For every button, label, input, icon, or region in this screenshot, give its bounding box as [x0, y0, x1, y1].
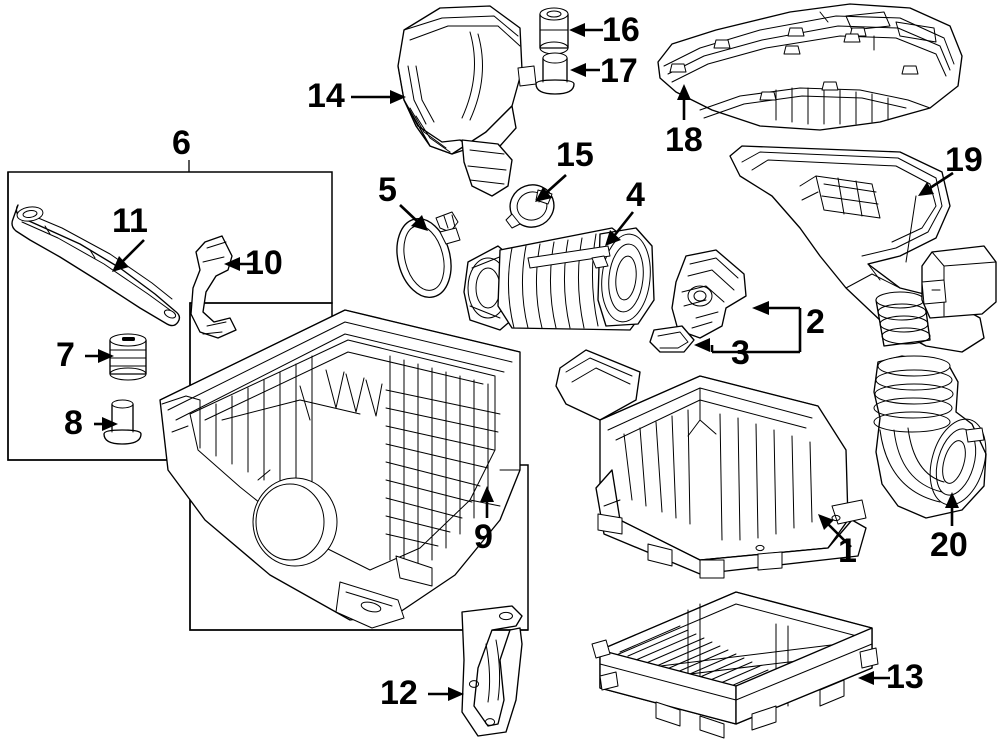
callout-10: 10	[245, 244, 283, 282]
callout-15: 15	[556, 136, 594, 174]
leader-20	[945, 492, 959, 526]
leader-5	[399, 204, 428, 231]
part-14-upper-cover	[397, 5, 537, 197]
leader-4	[605, 211, 635, 246]
part-18-engine-cover-panel	[657, 3, 963, 131]
callout-12: 12	[380, 674, 418, 712]
part-19-resonator-chamber	[729, 145, 997, 353]
part-3-seal-gasket	[649, 325, 695, 353]
leader-11	[112, 239, 145, 272]
part-6-lower-case	[159, 309, 521, 629]
leader-12	[428, 687, 464, 701]
leader-18	[677, 84, 691, 120]
callout-5: 5	[378, 171, 397, 209]
callout-9: 9	[474, 518, 493, 556]
callout-18: 18	[665, 121, 703, 159]
part-20-intake-duct-elbow	[873, 355, 987, 519]
part-5-hose-clamp-large	[396, 211, 461, 298]
leader-8	[94, 417, 118, 431]
part-10-breather-elbow	[190, 235, 237, 339]
leader-15	[535, 174, 567, 202]
part-7-mount-grommet-stepped	[109, 333, 147, 381]
callout-4: 4	[626, 176, 645, 214]
leader-1	[818, 514, 852, 548]
leader-14	[351, 90, 406, 104]
callout-7: 7	[56, 336, 75, 374]
part-11-support-stay-rod	[11, 204, 181, 327]
callout-19: 19	[945, 141, 983, 179]
callout-20: 20	[930, 526, 968, 564]
callout-8: 8	[64, 404, 83, 442]
leader-2-3-bracket	[694, 301, 802, 354]
part-12-mounting-bracket	[461, 605, 523, 737]
leader-19	[918, 171, 954, 196]
leader-10	[224, 257, 256, 271]
part-16-cushion-grommet	[539, 7, 569, 55]
part-2-resonator-bracket	[671, 249, 747, 339]
leader-17	[570, 63, 600, 77]
callout-16: 16	[602, 11, 640, 49]
part-1-air-cleaner-housing	[555, 349, 867, 579]
leader-9	[480, 486, 494, 518]
leader-13	[858, 671, 890, 685]
leader-7	[85, 349, 114, 363]
part-13-air-filter-element	[591, 591, 879, 739]
callout-2: 2	[806, 303, 825, 341]
callout-11: 11	[112, 202, 148, 240]
part-8-mount-collar	[103, 399, 142, 445]
callout-3: 3	[731, 334, 750, 372]
callout-14: 14	[307, 77, 345, 115]
callout-13: 13	[886, 658, 924, 696]
callout-6: 6	[172, 124, 191, 162]
callout-17: 17	[600, 52, 638, 90]
part-17-collar-spacer	[535, 52, 575, 95]
callout-1: 1	[838, 532, 857, 570]
leader-16	[569, 23, 603, 37]
part-4-intake-tube-bellows	[463, 227, 655, 331]
